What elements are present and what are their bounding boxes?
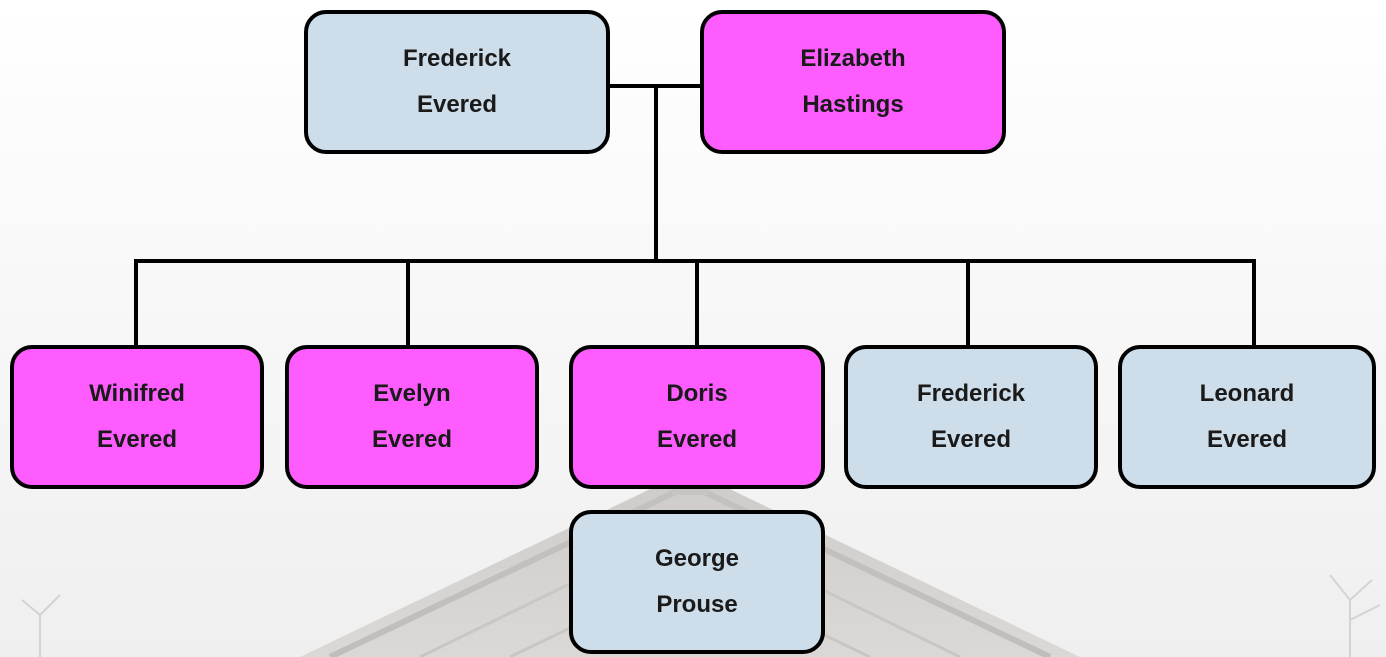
person-first-name: Frederick [402, 45, 512, 72]
person-first-name: Evelyn [373, 380, 451, 407]
person-last-name: Evered [371, 426, 453, 453]
person-box-frederick-evered-father: Frederick Evered [304, 10, 610, 154]
person-last-name: Evered [96, 426, 178, 453]
person-first-name: Elizabeth [800, 45, 906, 72]
person-box-elizabeth-hastings: Elizabeth Hastings [700, 10, 1006, 154]
person-first-name: George [654, 545, 740, 572]
person-first-name: Leonard [1199, 380, 1295, 407]
person-first-name: Frederick [916, 380, 1026, 407]
person-box-winifred-evered: Winifred Evered [10, 345, 264, 489]
person-box-george-prouse: George Prouse [569, 510, 825, 654]
person-last-name: Evered [1206, 426, 1288, 453]
person-box-doris-evered: Doris Evered [569, 345, 825, 489]
person-box-frederick-evered-son: Frederick Evered [844, 345, 1098, 489]
person-first-name: Doris [666, 380, 728, 407]
person-first-name: Winifred [89, 380, 185, 407]
person-last-name: Evered [930, 426, 1012, 453]
person-last-name: Evered [656, 426, 738, 453]
person-last-name: Prouse [656, 591, 738, 618]
person-box-evelyn-evered: Evelyn Evered [285, 345, 539, 489]
person-last-name: Hastings [802, 91, 904, 118]
person-box-leonard-evered: Leonard Evered [1118, 345, 1376, 489]
person-last-name: Evered [416, 91, 498, 118]
